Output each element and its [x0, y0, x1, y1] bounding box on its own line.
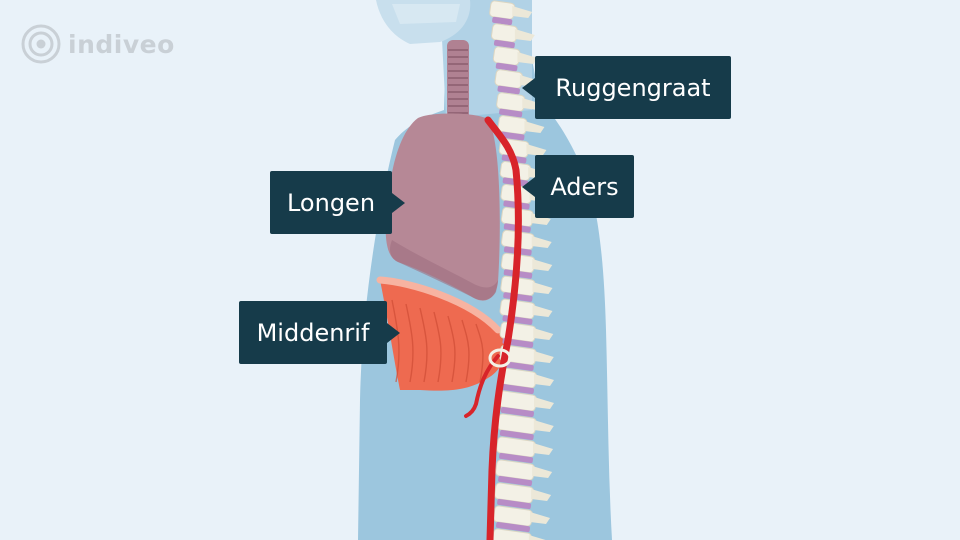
label-lungs: Longen	[270, 171, 405, 234]
muscle-fibre	[475, 323, 484, 383]
spinous-process	[533, 351, 554, 363]
spine	[489, 0, 555, 540]
spinous-process	[512, 6, 533, 18]
vertebra	[496, 92, 526, 112]
intervertebral-disc	[492, 16, 513, 26]
spinous-process	[526, 144, 547, 156]
diaphragm	[376, 276, 505, 391]
lungs-shade	[390, 240, 498, 301]
spinous-process	[533, 328, 554, 340]
spinous-process	[534, 374, 555, 386]
brand-logo: indiveo	[20, 22, 175, 66]
intervertebral-disc	[502, 361, 534, 371]
spinous-process	[532, 466, 553, 478]
vertebra	[491, 23, 518, 43]
jaw	[392, 4, 460, 24]
muscle-fibre	[419, 307, 428, 383]
artery	[464, 116, 522, 540]
spinous-process	[533, 443, 554, 455]
spinous-process	[532, 282, 553, 294]
spinous-process	[514, 29, 535, 41]
intervertebral-disc	[500, 406, 534, 418]
muscle-fibre	[447, 315, 456, 383]
spinous-process	[531, 236, 552, 248]
spinous-process	[532, 305, 553, 317]
spinous-process	[530, 512, 551, 524]
trachea	[447, 40, 469, 124]
intervertebral-disc	[497, 85, 520, 95]
label-spine: Ruggengraat	[522, 56, 731, 119]
intervertebral-disc	[501, 384, 535, 394]
logo-text: indiveo	[68, 29, 175, 59]
spinous-process	[517, 52, 538, 64]
intervertebral-disc	[499, 429, 534, 441]
intervertebral-disc	[497, 498, 532, 510]
vertebra	[489, 0, 516, 20]
spinous-process	[524, 121, 545, 133]
intervertebral-disc	[493, 39, 515, 49]
spinous-process	[528, 535, 546, 540]
intervertebral-disc	[499, 108, 523, 118]
vertebra	[492, 46, 521, 66]
label-diaphragm: Middenrif	[239, 301, 400, 364]
intervertebral-disc	[495, 62, 518, 72]
label-vessels: Aders	[522, 155, 634, 218]
spinous-process	[531, 489, 552, 501]
intervertebral-disc	[496, 521, 531, 533]
intervertebral-disc	[499, 452, 534, 464]
spinous-process	[533, 420, 554, 432]
muscle-fibre	[433, 311, 442, 383]
concentric-circle-icon	[21, 24, 61, 64]
vertebra	[494, 69, 523, 89]
spinous-process	[533, 397, 554, 409]
muscle-fibre	[461, 319, 470, 383]
intervertebral-disc	[500, 131, 525, 141]
muscle-fibre	[405, 303, 414, 383]
intervertebral-disc	[498, 475, 533, 487]
spinous-process	[532, 259, 553, 271]
intervertebral-disc	[503, 292, 533, 302]
